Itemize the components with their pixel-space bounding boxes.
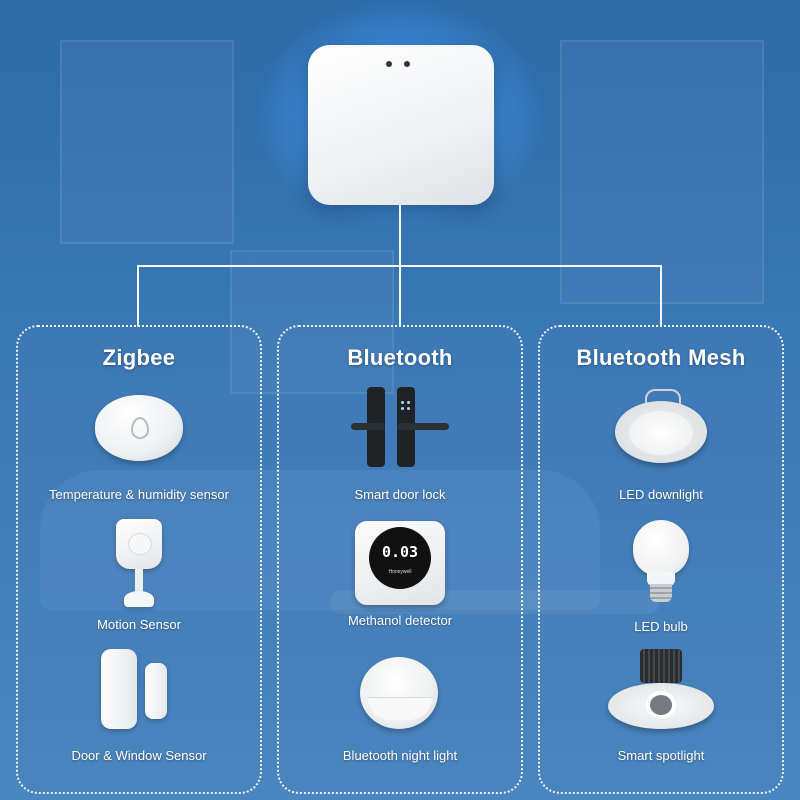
gateway-hub	[308, 45, 494, 205]
led-bulb-icon	[633, 520, 689, 606]
device-smart-spotlight: Smart spotlight	[540, 649, 782, 763]
device-door-window-sensor: Door & Window Sensor	[18, 649, 260, 763]
detector-brand: Honeywell	[388, 569, 412, 575]
device-motion-sensor: Motion Sensor	[18, 519, 260, 632]
device-label: Motion Sensor	[97, 617, 181, 632]
panel-bluetooth-mesh: Bluetooth Mesh LED downlight LED bulb Sm…	[538, 325, 784, 794]
led-downlight-icon	[615, 389, 707, 467]
panel-title: Bluetooth Mesh	[576, 345, 746, 370]
detector-reading: 0.03	[381, 543, 419, 561]
temperature-humidity-sensor-icon	[93, 395, 185, 465]
device-label: Smart spotlight	[617, 748, 705, 763]
hub-indicator-light	[386, 61, 392, 67]
device-led-bulb: LED bulb	[540, 520, 782, 634]
device-label: LED bulb	[634, 619, 688, 634]
smart-door-lock-icon	[345, 387, 455, 469]
door-window-sensor-icon	[99, 649, 179, 731]
hub-indicator-light	[404, 61, 410, 67]
night-light-icon	[358, 657, 442, 731]
device-smart-door-lock: Smart door lock	[279, 387, 521, 502]
device-bluetooth-night-light: Bluetooth night light	[279, 657, 521, 763]
panel-title: Bluetooth	[347, 345, 453, 370]
smart-spotlight-icon	[606, 649, 716, 735]
panel-title: Zigbee	[102, 345, 176, 370]
panel-bluetooth: Bluetooth Smart door lock 0.03 Honeywell…	[277, 325, 523, 794]
methanol-detector-icon: 0.03 Honeywell	[355, 521, 445, 605]
motion-sensor-icon	[114, 519, 164, 611]
device-label: Temperature & humidity sensor	[49, 487, 229, 502]
device-label: Methanol detector	[347, 613, 453, 628]
device-temperature-humidity-sensor: Temperature & humidity sensor	[18, 395, 260, 502]
device-led-downlight: LED downlight	[540, 389, 782, 502]
device-label: Door & Window Sensor	[71, 748, 207, 763]
device-label: Smart door lock	[354, 487, 446, 502]
device-label: Bluetooth night light	[342, 748, 458, 763]
device-methanol-detector: 0.03 Honeywell Methanol detector	[279, 521, 521, 628]
device-label: LED downlight	[619, 487, 703, 502]
panel-zigbee: Zigbee Temperature & humidity sensor Mot…	[16, 325, 262, 794]
